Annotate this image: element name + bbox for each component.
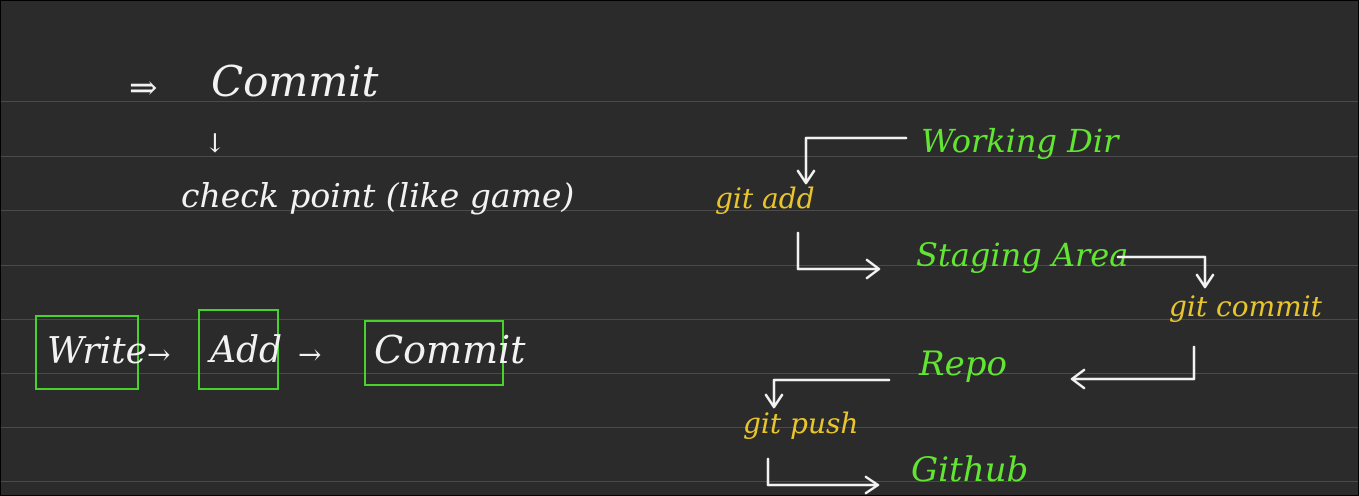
add-box: [198, 309, 279, 390]
write-label: Write: [47, 331, 147, 372]
git-push-to-github-arrow: [766, 457, 879, 487]
working-dir-label: Working Dir: [921, 122, 1119, 160]
checkpoint-text: check point (like game): [181, 176, 575, 215]
staging-area-label: Staging Area: [916, 236, 1129, 274]
repo-to-git-push-arrow: [772, 378, 891, 407]
staging-to-git-commit-arrow: [1116, 255, 1207, 287]
git-commit-to-repo-arrow: [1071, 345, 1196, 381]
down-arrow-glyph: ↓: [204, 129, 226, 159]
commit-heading: Commit: [211, 57, 379, 106]
repo-label: Repo: [919, 344, 1007, 384]
arrow-head-icon: [865, 258, 881, 280]
write-box: [35, 315, 139, 390]
flow-arrow: →: [298, 338, 322, 371]
git-push-label: git push: [743, 407, 859, 440]
add-label: Add: [210, 330, 283, 371]
ruled-line: [1, 373, 1358, 374]
ruled-line: [1, 265, 1358, 266]
arrow-head-icon: [796, 169, 816, 185]
git-commit-label: git commit: [1169, 290, 1322, 323]
commit-box: [364, 320, 504, 386]
ruled-line: [1, 427, 1358, 428]
arrow-head-icon: [1195, 273, 1215, 289]
ruled-line: [1, 481, 1358, 482]
commit-label: Commit: [374, 328, 526, 372]
ruled-line: [1, 156, 1358, 157]
flow-arrow: →: [147, 338, 171, 371]
arrow-head-icon: [864, 475, 880, 495]
arrow-head-icon: [764, 393, 784, 409]
ruled-line: [1, 101, 1358, 102]
arrow-head-icon: [1070, 368, 1086, 390]
ruled-line: [1, 319, 1358, 320]
ruled-line: [1, 210, 1358, 211]
working-dir-to-git-add-arrow: [804, 136, 908, 183]
github-label: Github: [911, 450, 1029, 490]
git-add-to-staging-arrow: [796, 231, 880, 271]
git-add-label: git add: [715, 182, 815, 215]
implies-symbol: ⇒: [129, 68, 158, 108]
